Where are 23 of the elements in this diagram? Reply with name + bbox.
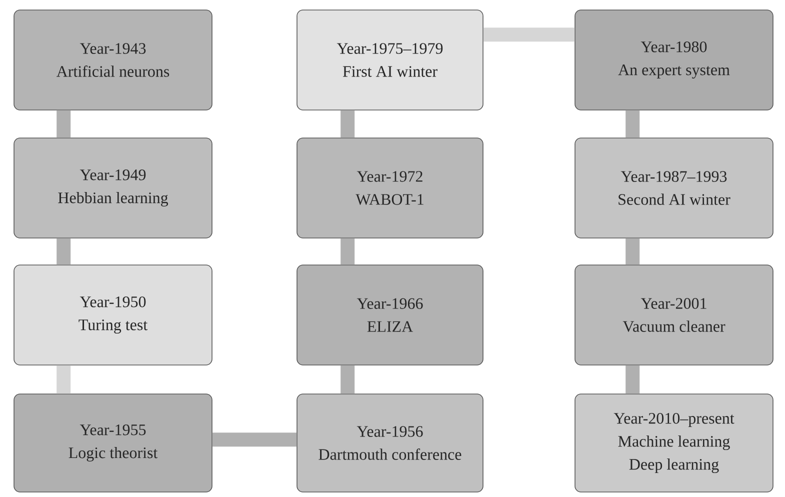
- connector-bar: [56, 238, 71, 265]
- timeline-box: Year-1950 Turing test: [14, 264, 212, 366]
- timeline-box: Year-1975–1979 First AI winter: [296, 10, 484, 110]
- connector-bar: [212, 432, 297, 447]
- connector-bar: [56, 365, 71, 394]
- connector-bar: [626, 110, 640, 138]
- connector-bar: [56, 110, 71, 138]
- connector-bar: [340, 238, 355, 265]
- timeline-box: Year-1943 Artificial neurons: [14, 10, 212, 110]
- timeline-box: Year-1966 ELIZA: [296, 264, 484, 366]
- connector-bar: [626, 238, 640, 265]
- timeline-box: Year-1972 WABOT-1: [296, 138, 484, 238]
- connector-bar: [340, 110, 355, 138]
- connector-bar: [340, 365, 355, 394]
- timeline-box: Year-2001 Vacuum cleaner: [574, 264, 774, 366]
- timeline-box: Year-1987–1993 Second AI winter: [574, 138, 774, 238]
- timeline-box: Year-2010–present Machine learning Deep learning: [574, 394, 774, 492]
- timeline-box: Year-1980 An expert system: [574, 10, 774, 110]
- timeline-box: Year-1949 Hebbian learning: [14, 138, 212, 238]
- connector-bar: [626, 365, 640, 394]
- timeline-box: Year-1955 Logic theorist: [14, 394, 212, 492]
- connector-bar: [483, 28, 575, 42]
- timeline-box: Year-1956 Dartmouth conference: [296, 394, 484, 492]
